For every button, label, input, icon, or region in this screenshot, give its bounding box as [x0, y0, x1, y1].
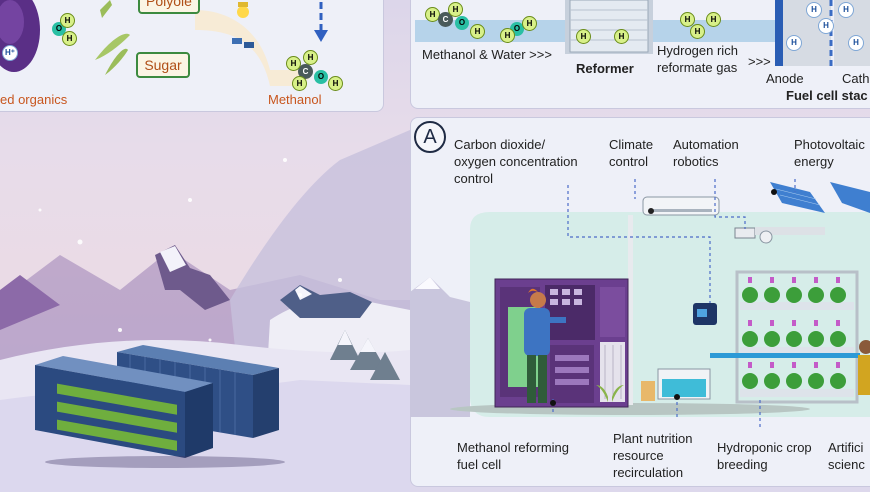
climate-control-label: Climate control [609, 137, 654, 169]
panel-a-illustration [410, 179, 870, 427]
oxygen-atom-icon: O [455, 16, 469, 30]
cathode-label: Cath [842, 71, 870, 86]
hydrogen-ion-icon: H [838, 2, 854, 18]
hydrogen-atom-icon: H [576, 29, 591, 44]
hydrogen-atom-icon: H [706, 12, 721, 27]
hydrogen-atom-icon: H [286, 56, 301, 71]
panel-a-badge: A [414, 121, 446, 153]
automation-robotics-label: Automation robotics [673, 137, 739, 169]
anode-label: Anode [766, 71, 804, 86]
hydrogen-atom-icon: H [614, 29, 629, 44]
artificial-science-label: Artifici scienc [828, 440, 865, 472]
co2-oxygen-control-label: Carbon dioxide/ oxygen concentration con… [454, 137, 578, 186]
hydrogen-ion-icon: H [848, 35, 864, 51]
methanol-label: Methanol [268, 92, 322, 107]
reformer-label: Reformer [576, 61, 634, 76]
polyole-box: Polyole [138, 0, 200, 14]
hydrogen-atom-icon: H [690, 24, 705, 39]
organics-label: ed organics [0, 92, 68, 107]
fuel-cell-stack-label: Fuel cell stac [786, 88, 868, 103]
hydrogen-atom-icon: H [303, 50, 318, 65]
carbon-atom-icon: C [298, 64, 313, 79]
hydrogen-atom-icon: H [328, 76, 343, 91]
hydrogen-atom-icon: H [448, 2, 463, 17]
methanol-reforming-label: Methanol reforming fuel cell [457, 440, 569, 472]
carbon-atom-icon: C [438, 12, 453, 27]
hydrogen-atom-icon: H [500, 28, 515, 43]
panel-a-badge-letter: A [423, 126, 437, 148]
hydrogen-atom-icon: H [522, 16, 537, 31]
hydroponic-breeding-label: Hydroponic crop breeding [717, 440, 812, 472]
hydrogen-atom-icon: H [470, 24, 485, 39]
oxygen-atom-icon: O [314, 70, 328, 84]
arrows-label: >>> [748, 54, 771, 69]
photovoltaic-energy-label: Photovoltaic energy [794, 137, 865, 169]
methanol-water-label: Methanol & Water >>> [422, 47, 552, 62]
hydrogen-ion-icon: H [806, 2, 822, 18]
hydrogen-rich-label: Hydrogen rich reformate gas [657, 43, 738, 75]
hydrogen-atom-icon: H [680, 12, 695, 27]
hydrogen-ion-icon: H⁺ [2, 45, 18, 61]
sugar-box: Sugar [136, 52, 190, 78]
plant-nutrition-label: Plant nutrition resource recirculation [613, 431, 693, 480]
hydrogen-atom-icon: H [292, 76, 307, 91]
hydrogen-atom-icon: H [62, 31, 77, 46]
hydrogen-ion-icon: H [818, 18, 834, 34]
hydrogen-ion-icon: H [786, 35, 802, 51]
hydrogen-atom-icon: H [60, 13, 75, 28]
container-farm-illustration [35, 345, 285, 468]
